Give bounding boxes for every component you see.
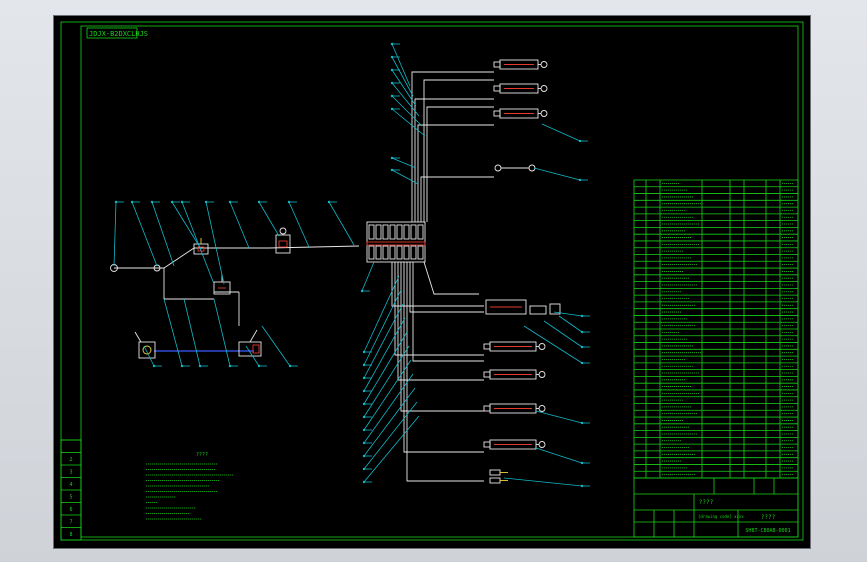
callout-leader xyxy=(130,200,158,267)
callout-leader xyxy=(180,200,215,285)
filter-regulator-lubricator-icon xyxy=(275,227,291,254)
callout-leader xyxy=(261,325,298,368)
callout-leader xyxy=(533,167,588,182)
callout-leader xyxy=(170,200,202,250)
callout-leader xyxy=(362,331,408,406)
callout-leader xyxy=(362,303,404,380)
title-block-code-text: [drawing code] xxxx xyxy=(698,514,744,519)
callout-leader xyxy=(360,261,375,293)
schematic-body xyxy=(110,42,590,488)
sensor-icon xyxy=(489,477,508,484)
callout-leader xyxy=(163,298,190,368)
hydraulic-valve-icon xyxy=(238,329,262,357)
callout-leader xyxy=(362,275,400,354)
callout-leader xyxy=(362,359,412,432)
hydraulic-cylinder-icon xyxy=(483,369,546,380)
hydraulic-pump-icon xyxy=(134,331,156,359)
callout-leader xyxy=(390,168,419,185)
callout-leader xyxy=(535,410,590,425)
hydraulic-cylinder-icon xyxy=(483,403,546,414)
callout-leader xyxy=(362,373,414,445)
callout-leader xyxy=(390,68,417,107)
callout-leader xyxy=(213,298,238,368)
hydraulic-cylinder-icon xyxy=(483,341,546,352)
outer-frame xyxy=(60,21,804,541)
title-block-name-text: ???? xyxy=(761,514,776,521)
lower-hose-bundle xyxy=(391,261,484,482)
left-strip-label: 7 xyxy=(69,520,72,526)
callout-leader xyxy=(362,401,418,471)
left-strip-label: 2 xyxy=(69,457,72,463)
left-strip-label: 3 xyxy=(69,470,72,476)
callout-leader xyxy=(390,42,411,87)
title-block: ???? [drawing code] xxxx ???? SHBT-CB0AB… xyxy=(633,477,799,538)
left-title-strip: 2 3 4 5 6 7 8 xyxy=(60,439,82,541)
callout-leader xyxy=(553,311,590,318)
upper-hose-bundle xyxy=(411,71,494,222)
callout-leader xyxy=(503,477,590,488)
pneumatic-schematic-drawing: JDJX-B2DXCLHJS 2 3 4 5 6 7 8 ???? [drawing cod… xyxy=(60,21,804,541)
valve-manifold-block xyxy=(366,221,426,263)
hydraulic-cylinder-icon xyxy=(493,108,548,119)
drawing-sheet: JDJX-B2DXCLHJS 2 3 4 5 6 7 8 ???? [drawing cod… xyxy=(54,16,810,548)
callout-leader xyxy=(535,447,590,465)
callout-leader xyxy=(362,387,416,458)
technical-notes-block xyxy=(146,463,234,520)
callout-leader xyxy=(390,107,426,137)
callout-leader xyxy=(543,320,590,349)
left-strip-label: 8 xyxy=(69,532,72,538)
left-strip-label: 5 xyxy=(69,495,72,501)
hydraulic-cylinder-icon xyxy=(493,83,548,94)
callout-leader xyxy=(245,345,267,368)
callout-leader xyxy=(362,415,420,484)
callout-leader xyxy=(228,200,250,249)
bill-of-materials-table xyxy=(633,179,799,479)
hydraulic-cylinder-icon xyxy=(493,59,548,70)
callout-leader xyxy=(143,345,162,368)
callout-leader xyxy=(327,200,355,246)
left-strip-label: 6 xyxy=(69,507,72,513)
double-cylinder-assembly-icon xyxy=(485,299,561,315)
sensor-icon xyxy=(489,469,508,476)
callout-leader xyxy=(390,55,414,97)
callout-leader xyxy=(204,200,225,285)
callout-leader xyxy=(183,298,208,368)
callout-leader xyxy=(390,94,423,127)
hydraulic-cylinder-icon xyxy=(483,439,546,450)
pressure-valve-icon xyxy=(213,274,231,295)
solenoid-valve-pair-icon xyxy=(494,164,536,172)
technical-notes-title: ???? xyxy=(196,452,208,458)
leader-lines xyxy=(113,42,590,488)
callout-leader xyxy=(523,325,590,365)
callout-leader xyxy=(257,200,280,237)
callout-leader xyxy=(362,317,406,393)
callout-leader xyxy=(390,81,420,117)
callout-leader xyxy=(558,315,590,334)
left-strip-label: 4 xyxy=(69,482,72,488)
drawing-code-text: JDJX-B2DXCLHJS xyxy=(89,30,148,38)
callout-leader xyxy=(541,123,588,143)
callout-leader xyxy=(362,345,410,419)
title-block-center-text: ???? xyxy=(699,499,714,506)
callout-leader xyxy=(390,156,417,169)
callout-leader xyxy=(150,200,175,267)
callout-leader xyxy=(287,200,310,248)
drawing-code-box xyxy=(86,27,138,39)
callout-leader xyxy=(113,200,124,267)
actuator-group xyxy=(483,59,561,484)
title-block-number-text: SHBT-CB0AB-0001 xyxy=(745,528,790,534)
